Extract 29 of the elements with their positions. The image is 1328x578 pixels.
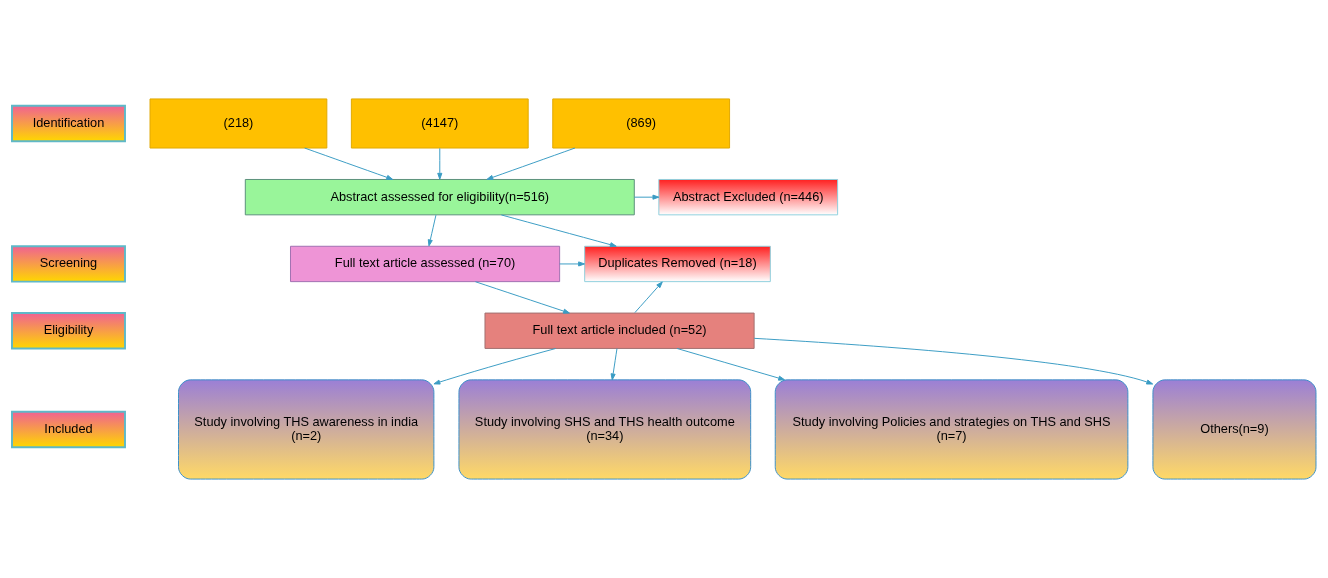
arrow: [474, 281, 570, 314]
node-box: Others(n=9): [1152, 379, 1317, 480]
node-box: (869): [552, 98, 731, 149]
node-box: Full text article assessed (n=70): [290, 245, 561, 283]
arrow: [486, 147, 576, 180]
arrow: [304, 147, 394, 180]
arrow: [634, 281, 663, 314]
node-box: Study involving Policies and strategies on THS and SHS (n=7): [774, 379, 1129, 480]
node-box: Abstract Excluded (n=446): [658, 179, 839, 216]
arrow: [433, 348, 557, 385]
node-box: Study involving THS awareness in india (n=2): [178, 379, 435, 480]
node-box: Study involving SHS and THS health outcome (n=34): [458, 379, 752, 480]
arrow: [427, 214, 437, 247]
node-box: Duplicates Removed (n=18): [584, 245, 771, 283]
arrow: [676, 348, 786, 381]
node-box: (4147): [350, 98, 529, 149]
arrow: [437, 147, 443, 180]
arrow: [500, 214, 617, 248]
node-box: Abstract assessed for eligibility(n=516): [244, 179, 635, 216]
arrow: [633, 194, 660, 200]
node-box: Included: [11, 410, 126, 449]
node-box: Identification: [11, 104, 126, 143]
node-box: Eligibility: [11, 312, 126, 350]
node-box: Full text article included (n=52): [484, 312, 755, 349]
node-box: Screening: [11, 245, 126, 283]
arrow: [610, 348, 618, 381]
node-box: (218): [149, 98, 328, 149]
arrow: [559, 261, 585, 267]
arrow: [753, 337, 1154, 385]
